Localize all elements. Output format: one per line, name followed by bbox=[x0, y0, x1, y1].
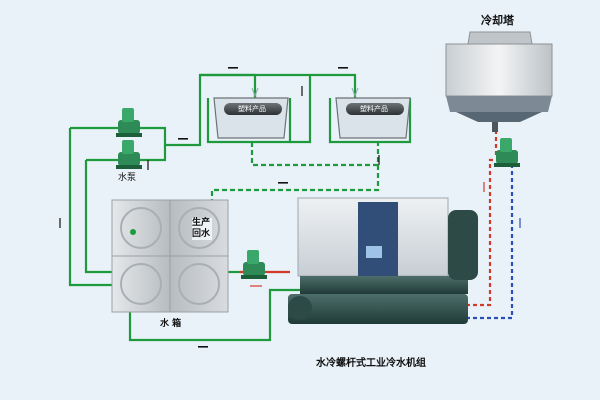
flow-arrow-icon bbox=[178, 67, 348, 348]
pump2-outlet bbox=[138, 145, 167, 162]
pump-icon bbox=[494, 138, 520, 167]
mold-trough-icon bbox=[213, 87, 289, 139]
vertical-arrow-icons bbox=[59, 86, 521, 287]
flow-arrows bbox=[59, 67, 521, 348]
water-tank-icon bbox=[111, 199, 229, 313]
trough-1-basin-pipe bbox=[206, 98, 292, 144]
pump-icon bbox=[116, 108, 142, 137]
water-pump-label: 水泵 bbox=[118, 173, 137, 183]
cooling-tower-label: 冷却塔 bbox=[481, 14, 514, 27]
pump-icon bbox=[241, 250, 267, 279]
supply-pipe-branch bbox=[84, 160, 112, 274]
water-tank-label: 水 箱 bbox=[160, 319, 182, 329]
plastic-product-label-1: 塑料产品 bbox=[238, 105, 266, 113]
return-from-troughs bbox=[250, 142, 380, 167]
supply-to-trough-2 bbox=[253, 73, 357, 100]
supply-pipe-left-main bbox=[68, 128, 112, 287]
chiller-unit-label: 水冷螺杆式工业冷水机组 bbox=[316, 358, 426, 369]
mold-trough-icon bbox=[335, 87, 411, 139]
tower-to-condenser-blue bbox=[466, 165, 514, 320]
chiller-icon bbox=[288, 197, 478, 324]
plastic-product-label-2: 塑料产品 bbox=[360, 105, 388, 113]
condenser-to-tower-red bbox=[466, 158, 495, 307]
trough-link bbox=[290, 75, 312, 144]
trough-2-basin-pipe bbox=[328, 98, 412, 144]
production-return-label: 生产回水 bbox=[192, 218, 212, 240]
pump-icon bbox=[116, 140, 142, 169]
cooling-tower-icon bbox=[445, 31, 553, 132]
